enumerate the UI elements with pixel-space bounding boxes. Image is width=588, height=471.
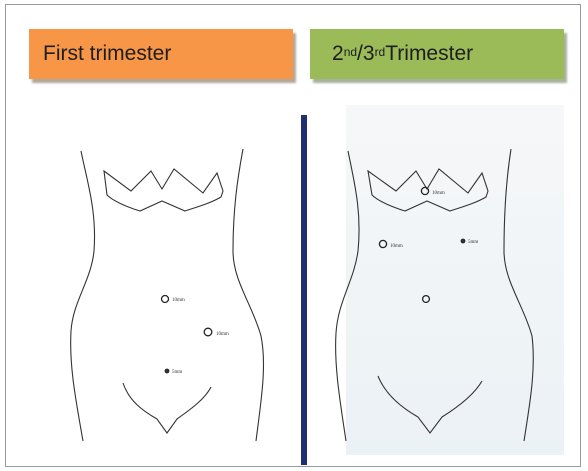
port-marker: 5mm (461, 239, 478, 245)
pelvis-outline (378, 376, 482, 433)
center-divider (301, 115, 307, 465)
port-label: 10mm (216, 332, 229, 337)
port-label: 5mm (172, 370, 182, 375)
port-label: 10mm (172, 298, 185, 303)
first-trimester-abdomen-diagram: 10mm 10mm 5mm (61, 111, 286, 461)
trimester-number-2: 2 (332, 42, 344, 66)
port-label: 5mm (468, 240, 478, 245)
trimester-separator: /3 (357, 42, 375, 66)
torso-right-contour (233, 149, 264, 441)
first-trimester-tab: First trimester (29, 29, 293, 79)
torso-left-contour (71, 151, 95, 441)
port-marker: 10mm (379, 240, 402, 249)
torso-left-contour (336, 151, 359, 441)
port-label: 10mm (432, 191, 445, 196)
port-marker: 10mm (162, 296, 185, 304)
port-marker: 5mm (165, 369, 182, 375)
port-marker (423, 296, 430, 303)
torso-right-contour (504, 149, 533, 441)
port-marker: 10mm (204, 328, 229, 337)
trimester-word: Trimester (385, 42, 473, 66)
second-third-trimester-abdomen-diagram: 10mm 10mm 5mm (326, 111, 561, 461)
pelvis-outline (123, 383, 211, 433)
port-label: 10mm (390, 244, 403, 249)
ordinal-nd: nd (344, 45, 357, 59)
ordinal-rd: rd (375, 45, 386, 59)
first-trimester-label: First trimester (43, 42, 171, 66)
port-marker: 10mm (421, 187, 444, 196)
ribcage-outline (104, 169, 223, 211)
